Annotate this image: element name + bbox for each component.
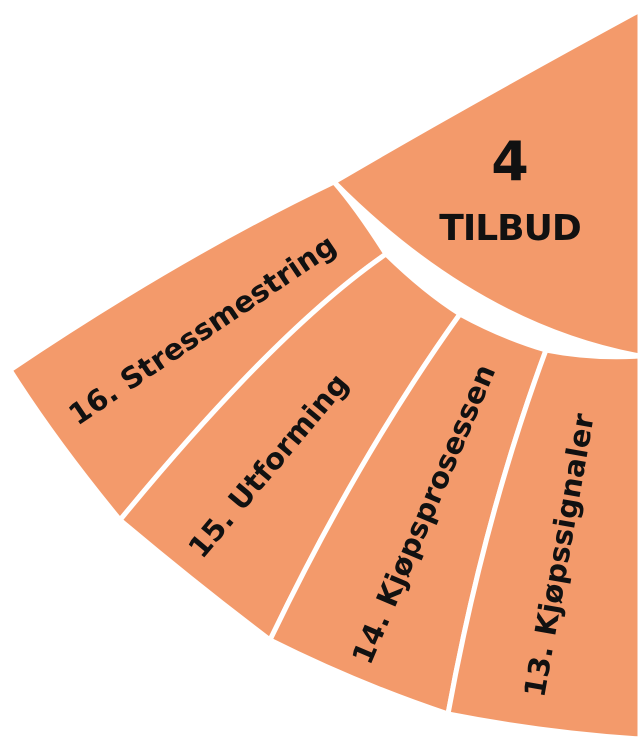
section-title: TILBUD — [439, 208, 580, 249]
segment-13-kjopssignaler — [445, 347, 640, 742]
section-number: 4 — [491, 130, 529, 193]
center-section-tilbud — [331, 7, 640, 359]
